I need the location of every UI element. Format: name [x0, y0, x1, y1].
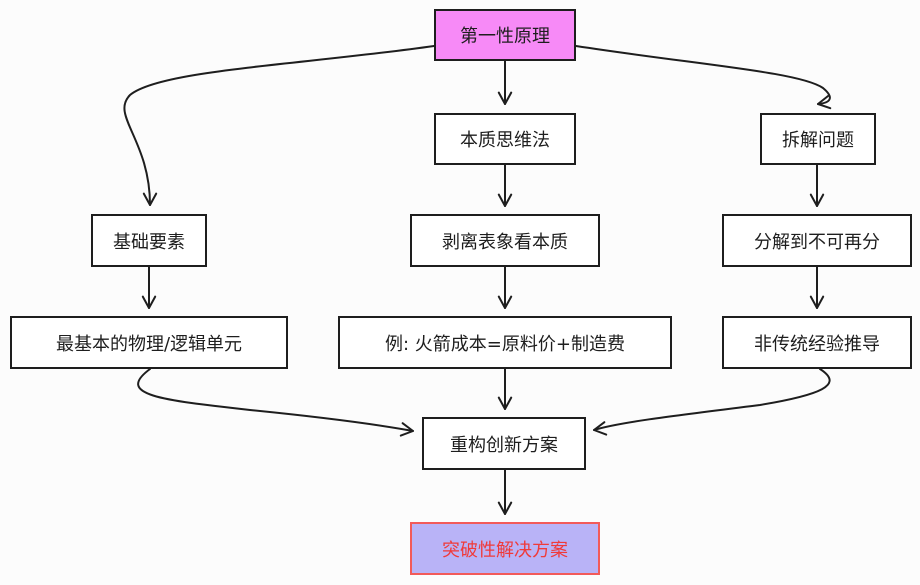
arrowhead-icon [142, 192, 158, 206]
edge-decompose-to-indivisible [809, 164, 825, 207]
edge-basic-elements-to-unit [141, 266, 157, 309]
edge-root-to-basic-elements [123, 45, 435, 206]
edge-strip-to-rocket [497, 266, 513, 309]
node-basic-unit: 最基本的物理/逻辑单元 [10, 316, 288, 369]
edge-root-to-decompose [575, 45, 832, 110]
arrowhead-icon [497, 91, 513, 105]
arrowhead-icon [497, 396, 513, 410]
node-strip-appearance: 剥离表象看本质 [410, 214, 600, 267]
edge-root-to-essence [497, 60, 513, 105]
node-decompose-problem: 拆解问题 [760, 113, 876, 165]
arrowhead-icon [497, 501, 513, 515]
node-breakthrough-solution: 突破性解决方案 [410, 522, 600, 575]
arrowhead-icon [497, 193, 513, 207]
edge-unit-to-reconstruct [137, 368, 414, 437]
arrowhead-icon [809, 193, 825, 207]
node-rocket-example: 例: 火箭成本=原料价+制造费 [338, 316, 672, 369]
node-basic-elements: 基础要素 [91, 214, 207, 267]
arrowhead-icon [593, 421, 608, 436]
arrowhead-icon [497, 295, 513, 309]
edge-essence-to-strip [497, 164, 513, 207]
edge-rocket-to-reconstruct [497, 368, 513, 410]
edge-reconstruct-to-result [497, 469, 513, 515]
arrowhead-icon [399, 422, 414, 437]
node-first-principles: 第一性原理 [434, 9, 576, 61]
arrowhead-icon [141, 295, 157, 309]
edge-indivisible-to-nontrad [809, 266, 825, 309]
node-essence-thinking: 本质思维法 [434, 113, 576, 165]
edge-nontrad-to-reconstruct [593, 368, 831, 436]
node-indivisible: 分解到不可再分 [722, 214, 912, 267]
node-non-traditional: 非传统经验推导 [722, 316, 912, 369]
arrowhead-icon [809, 295, 825, 309]
arrowhead-icon [817, 94, 832, 110]
node-reconstruct: 重构创新方案 [422, 417, 586, 470]
